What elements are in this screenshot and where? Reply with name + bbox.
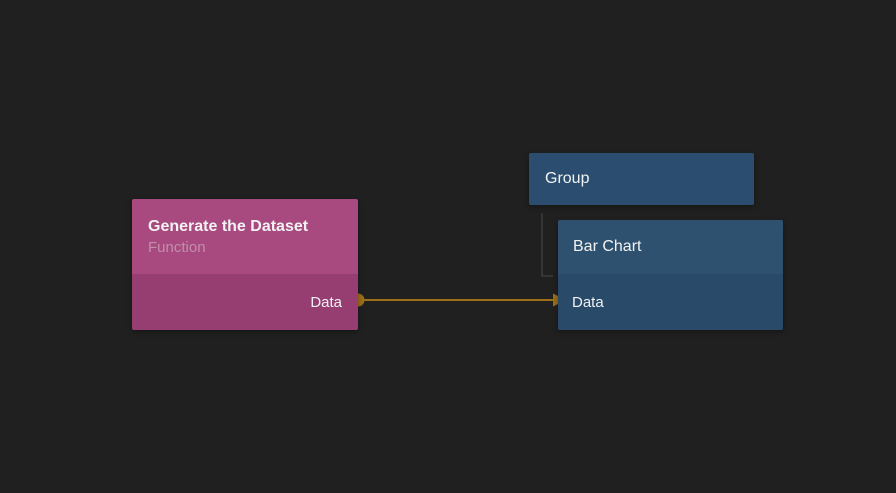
node-generate-dataset[interactable]: Generate the Dataset Function Data (132, 199, 358, 330)
node-generate-dataset-body: Data (132, 274, 358, 330)
node-title: Generate the Dataset (148, 217, 309, 235)
output-port-data[interactable]: Data (132, 274, 358, 330)
input-port-label: Data (572, 293, 604, 311)
node-group[interactable]: Group (529, 153, 754, 205)
group-child-connector (541, 213, 553, 277)
node-bar-chart-header[interactable]: Bar Chart (558, 220, 783, 274)
output-port-label: Data (310, 293, 342, 311)
node-bar-chart-body: Data (558, 274, 783, 330)
node-title: Bar Chart (573, 238, 642, 255)
node-bar-chart[interactable]: Bar Chart Data (558, 220, 783, 330)
input-port-data[interactable]: Data (558, 274, 783, 330)
node-title: Group (545, 170, 590, 187)
node-subtitle: Function (148, 238, 206, 256)
node-generate-dataset-header[interactable]: Generate the Dataset Function (132, 199, 358, 274)
